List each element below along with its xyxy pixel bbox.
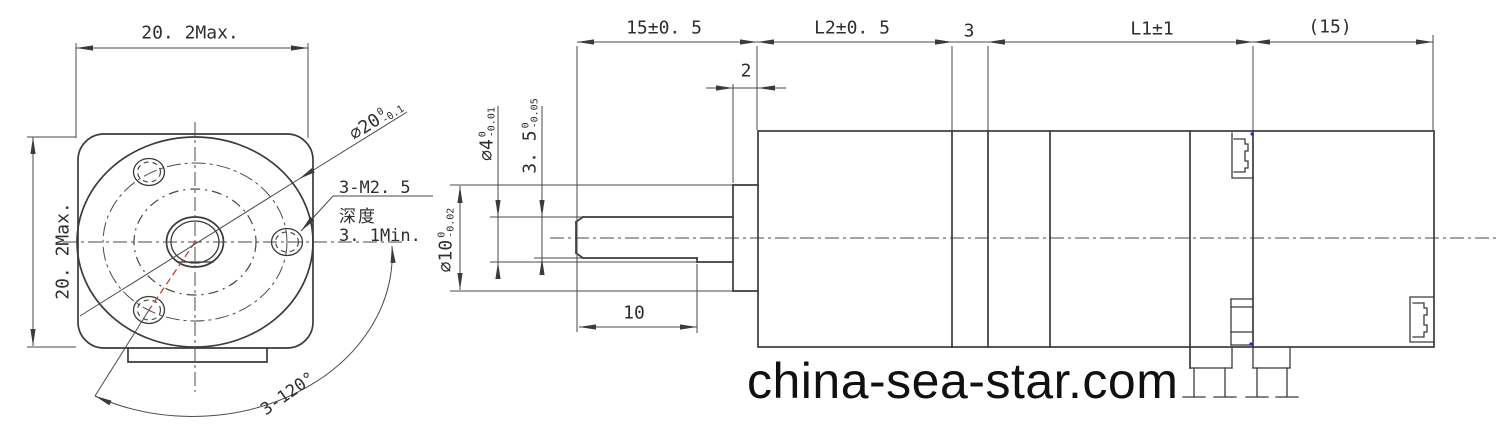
pilot-dia-leader	[298, 111, 408, 180]
front-height-dim: 20. 2Max.	[52, 202, 74, 300]
shaft-length-dim: 15±0. 5	[626, 17, 702, 39]
side-view-dimensions	[450, 35, 1434, 333]
watermark-text: china-sea-star.com	[747, 353, 1179, 409]
shaft-boss	[732, 184, 759, 292]
flat-length-dim: 10	[623, 302, 645, 324]
gearbox-length-dim: L2±0. 5	[814, 17, 890, 39]
front-view-centerlines	[63, 122, 402, 392]
tap-note-line2: 深度	[339, 207, 377, 227]
revision-marks	[1249, 132, 1254, 346]
front-view-dimensions	[27, 43, 309, 348]
mounting-holes	[132, 157, 304, 325]
terminal-pins	[1182, 367, 1299, 398]
tail-length-dim: (15)	[1308, 16, 1352, 38]
tap-note-line3: 3. 1Min.	[339, 226, 421, 246]
top-clip	[1231, 132, 1254, 179]
spacer-dim: 3	[963, 20, 975, 42]
motor-body	[757, 130, 1435, 369]
hole-ray-extension	[94, 309, 150, 397]
terminal-block	[1189, 298, 1291, 369]
angle-dimension-arc	[94, 245, 396, 417]
front-view-leaders	[79, 111, 433, 417]
tap-hole-leader	[300, 195, 433, 232]
bottom-clip	[1409, 296, 1435, 343]
hole-ray-red	[148, 241, 196, 311]
tap-note-line1: 3-M2. 5	[339, 178, 411, 198]
front-width-dim: 20. 2Max.	[141, 22, 239, 44]
motor-length-dim: L1±1	[1130, 18, 1174, 40]
output-shaft	[574, 215, 734, 263]
boss-length-dim: 2	[740, 60, 752, 82]
